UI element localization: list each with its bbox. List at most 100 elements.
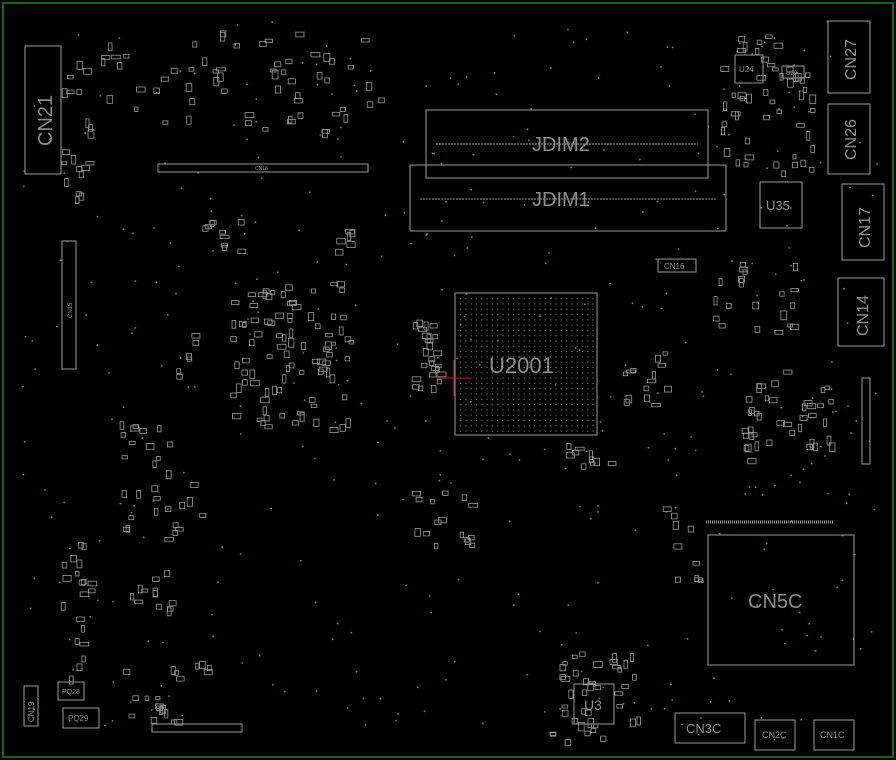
- bga-ball: [491, 298, 493, 300]
- smd-component: [442, 490, 449, 496]
- bga-ball: [566, 324, 568, 326]
- bga-ball: [491, 351, 493, 353]
- via: [694, 190, 697, 193]
- smd-component: [167, 606, 174, 612]
- smd-component: [713, 315, 720, 322]
- via: [671, 699, 674, 701]
- smd-component: [742, 269, 748, 276]
- bga-ball: [470, 303, 472, 305]
- u2001-outline: [454, 292, 598, 436]
- bga-ball: [592, 366, 594, 369]
- smd-component: [417, 385, 424, 392]
- via: [793, 106, 796, 109]
- smd-component: [202, 225, 209, 232]
- via: [241, 662, 244, 664]
- smd-component: [221, 244, 228, 251]
- smd-component: [324, 77, 330, 84]
- smd-component: [272, 385, 277, 396]
- bga-ball: [518, 340, 520, 342]
- smd-component: [429, 323, 438, 329]
- via: [210, 210, 213, 213]
- smd-component: [744, 154, 755, 161]
- smd-component: [276, 333, 283, 339]
- bga-ball: [507, 356, 509, 358]
- smd-component: [713, 295, 718, 306]
- smd-component: [735, 111, 739, 121]
- bga-ball: [486, 372, 488, 374]
- via: [539, 315, 541, 317]
- smd-component: [70, 555, 78, 563]
- bga-ball: [507, 303, 509, 305]
- bga-ball: [528, 335, 531, 337]
- smd-component: [288, 328, 294, 338]
- via: [702, 395, 705, 398]
- bga-ball: [534, 356, 536, 358]
- via: [508, 520, 511, 523]
- via: [599, 421, 602, 423]
- cn27-outline: [827, 20, 871, 94]
- via: [598, 697, 601, 700]
- smd-component: [75, 571, 80, 577]
- bga-ball: [523, 366, 525, 369]
- smd-component: [156, 455, 161, 461]
- smd-component: [773, 161, 780, 169]
- bga-ball: [502, 356, 504, 358]
- smd-component: [588, 450, 593, 460]
- bga-ball: [587, 324, 589, 326]
- bga-ball: [555, 372, 557, 374]
- bga-ball: [581, 298, 584, 300]
- cn5c-label: CN5C: [748, 591, 802, 613]
- via: [663, 433, 666, 435]
- via: [141, 437, 144, 440]
- smd-component: [130, 425, 140, 432]
- via: [660, 65, 662, 68]
- smd-component: [774, 329, 784, 335]
- via: [819, 445, 822, 448]
- smd-component: [614, 691, 624, 696]
- bga-ball: [491, 398, 493, 400]
- via: [773, 738, 776, 741]
- bga-ball: [534, 393, 536, 395]
- bga-ball: [502, 372, 504, 374]
- via: [68, 547, 71, 550]
- smd-component: [747, 409, 752, 416]
- bga-ball: [528, 398, 531, 400]
- bga-ball: [502, 377, 504, 379]
- via: [349, 57, 352, 60]
- bga-ball: [555, 351, 557, 353]
- smd-component: [796, 123, 805, 128]
- bga-ball: [592, 430, 594, 432]
- smd-component: [723, 101, 728, 112]
- bga-ball: [581, 398, 584, 400]
- via: [773, 37, 776, 39]
- via: [716, 145, 718, 148]
- via: [495, 93, 498, 96]
- smd-component: [123, 54, 130, 59]
- bga-ball: [539, 345, 541, 347]
- small-components-layer: [60, 30, 836, 747]
- smd-component: [687, 525, 694, 533]
- smd-component: [428, 360, 435, 366]
- smd-component: [817, 403, 824, 409]
- bga-ball: [465, 351, 467, 353]
- via: [85, 314, 88, 316]
- via: [859, 647, 862, 650]
- cn5c-outline: [707, 534, 855, 666]
- bga-ball: [518, 361, 520, 363]
- bga-ball: [497, 351, 499, 353]
- via: [270, 507, 272, 510]
- bga-ball: [581, 345, 584, 347]
- bga-ball: [470, 345, 472, 347]
- smd-component: [136, 86, 146, 93]
- pq28-label: PQ28: [62, 689, 80, 696]
- smd-component: [738, 278, 744, 288]
- bga-ball: [544, 335, 546, 337]
- via: [543, 711, 546, 713]
- via: [246, 83, 248, 86]
- bga-ball: [497, 366, 499, 369]
- via: [800, 279, 803, 282]
- bga-ball: [528, 313, 531, 316]
- bga-ball: [576, 340, 578, 342]
- smd-component: [172, 522, 179, 529]
- smd-component: [249, 369, 256, 379]
